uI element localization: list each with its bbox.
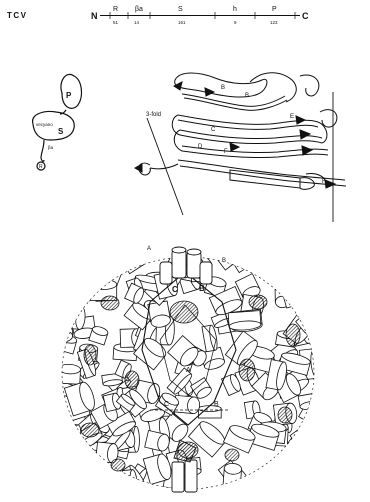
strand-label-e: E xyxy=(290,114,294,120)
ribbon-strand xyxy=(250,73,296,102)
capsid-cylinder xyxy=(52,318,73,342)
capsid-edge-label-a: A xyxy=(147,246,151,252)
capsid-cylinder xyxy=(65,305,86,330)
capsid-cylinder xyxy=(298,393,319,411)
subunit-r-label: R xyxy=(39,164,43,170)
subunit-p-label: P xyxy=(66,91,72,100)
capsid-top-label-c: C xyxy=(172,285,178,294)
capsid-cylinder xyxy=(217,250,237,270)
capsid-cylinder xyxy=(87,253,125,288)
capsid-cylinder xyxy=(58,364,81,384)
capsid-cylinder xyxy=(229,250,250,272)
capsid-cylinder xyxy=(64,424,81,449)
capsid-cylinder xyxy=(289,455,322,491)
threefold-axis-label: 3-fold xyxy=(146,112,161,118)
capsid-cylinder xyxy=(228,311,261,331)
capsid-cylinder xyxy=(202,325,219,352)
capsid-cylinder xyxy=(305,253,322,270)
ribbon-arrow xyxy=(325,180,335,188)
ribbon-arrow xyxy=(296,116,305,124)
capsid-edge-label-b: B xyxy=(222,258,226,264)
domain-label-ba: βa xyxy=(135,6,143,13)
capsid-cylinder xyxy=(290,427,320,460)
capsid-cylinder xyxy=(118,243,148,273)
capsid-cylinder xyxy=(223,463,242,486)
capsid-cylinder xyxy=(86,247,100,276)
subunit-arm-label: βa xyxy=(48,145,54,150)
domain-count-ba: 14 xyxy=(134,20,140,25)
capsid-cylinder xyxy=(277,248,315,285)
c-terminus-label: C xyxy=(302,11,309,21)
ribbon-strand xyxy=(178,160,345,180)
domain-count-r: 51 xyxy=(113,20,119,25)
ribbon-arrow xyxy=(135,164,142,172)
capsid-cylinder xyxy=(249,479,270,498)
ribbon-turn xyxy=(318,122,327,143)
capsid-inner-label-a: A xyxy=(186,367,191,374)
n-terminus-label: N xyxy=(91,11,98,21)
ribbon-arrow xyxy=(205,88,214,96)
domain-count-p: 123 xyxy=(270,20,278,25)
domain-label-p: P xyxy=(272,6,277,13)
capsid-cylinder xyxy=(74,266,93,283)
figure-title: TCV xyxy=(7,11,28,20)
ribbon-arrow xyxy=(302,146,312,155)
capsid-cylinder xyxy=(67,274,99,306)
domain-label-s: S xyxy=(178,6,183,13)
strand-label-c: C xyxy=(211,127,216,133)
capsid-top-label-b: B xyxy=(199,284,205,293)
r-arm-path xyxy=(41,140,44,161)
ribbon-arrow xyxy=(300,130,310,139)
strand-label-b1: B xyxy=(221,85,225,91)
ribbon-loop xyxy=(300,75,319,96)
capsid-inner-label-b: B xyxy=(214,401,219,408)
subunit-connector xyxy=(60,110,66,114)
ribbon-diagram xyxy=(135,73,346,222)
domain-count-s: 161 xyxy=(178,20,186,25)
capsid-cylinder xyxy=(288,269,312,289)
subunit-inner-text: vecyano xyxy=(36,122,53,127)
capsid-cylinder xyxy=(70,254,98,283)
ribbon-turn xyxy=(172,115,180,135)
strand-label-d: D xyxy=(198,144,203,150)
strand-label-f2: F xyxy=(322,179,326,185)
domain-label-h: h xyxy=(233,6,237,13)
capsid-cylinder xyxy=(300,247,318,269)
capsid-cylinder xyxy=(93,244,113,272)
strand-label-b2: B xyxy=(245,93,249,99)
subunit-s-label: S xyxy=(58,127,64,136)
threefold-axis-line xyxy=(147,118,183,215)
capsid-inner-label-c: C xyxy=(164,401,169,408)
strand-label-f1: F xyxy=(224,149,228,155)
capsid-cylinder xyxy=(89,472,109,498)
ribbon-arrow xyxy=(230,143,239,151)
domain-count-h: 9 xyxy=(234,20,237,25)
domain-label-r: R xyxy=(113,6,118,13)
domain-map: N C R 51 βa 14 S 161 h 9 P 123 xyxy=(91,6,309,25)
capsid-cylinder xyxy=(52,274,79,301)
ribbon-helix xyxy=(230,170,300,188)
